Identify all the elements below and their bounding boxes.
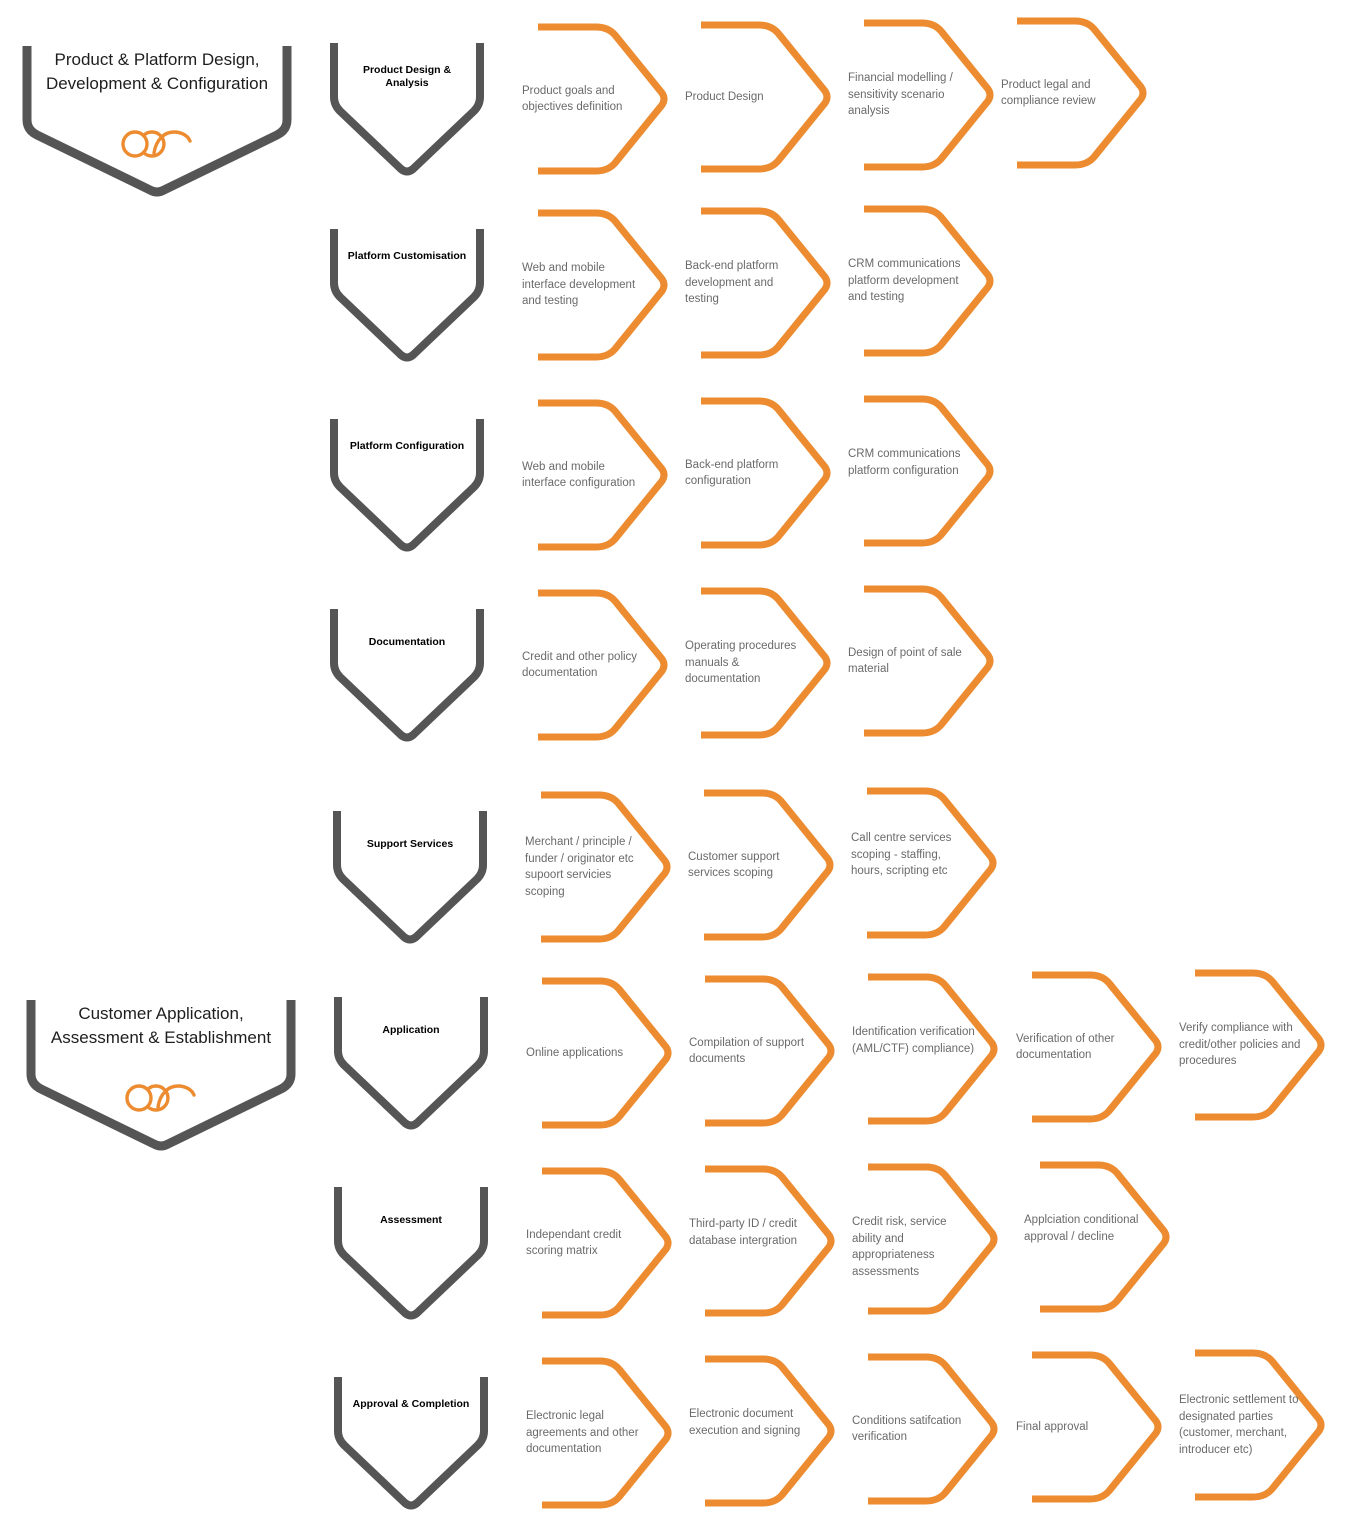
step-chevron-shape [868, 973, 998, 1125]
category-shield-shape [330, 419, 484, 552]
step-chevron-shape [705, 1165, 835, 1317]
step-label: Web and mobile interface configuration [522, 460, 636, 490]
step-label: Third-party ID / credit database intergr… [689, 1218, 798, 1247]
step-label: Call centre services scoping - staffing,… [851, 832, 952, 877]
category-label: Support Services [366, 838, 454, 850]
step-label: Operating procedures manuals & documenta… [685, 640, 797, 686]
category-label: Approval & Completion [352, 1398, 470, 1410]
category-shield-shape [330, 229, 484, 362]
step-chevron-shape [867, 787, 997, 939]
step-label: Online applications [526, 1046, 624, 1059]
step-label: Final approval [1016, 1420, 1089, 1433]
step-label: Back-end platform development and testin… [685, 260, 779, 306]
section-header-shape [22, 46, 292, 197]
step-label: Product legal and compliance review [1001, 78, 1096, 108]
step-label: Identification verification (AML/CTF) co… [852, 1026, 975, 1055]
category-label: Platform Customisation [347, 250, 467, 262]
step-label: CRM communications platform development … [848, 258, 961, 304]
category-label: Product Design & Analysis [362, 64, 452, 89]
step-label: Product Design [685, 90, 764, 103]
category-label: Platform Configuration [349, 440, 465, 452]
step-chevron-shape [542, 1167, 672, 1319]
category-shield-shape [334, 1187, 488, 1320]
step-label: Conditions satifcation verification [852, 1414, 962, 1444]
step-label: Merchant / principle / funder / originat… [525, 836, 634, 898]
step-chevron-shape [538, 399, 668, 551]
step-chevron-shape [1195, 969, 1325, 1121]
step-chevron-shape [705, 975, 835, 1127]
step-chevron-shape [864, 585, 994, 737]
step-chevron-shape [701, 21, 831, 173]
step-label: Product goals and objectives definition [522, 84, 623, 114]
step-label: Verification of other documentation [1016, 1032, 1115, 1062]
section-title: Product & Platform Design, Development &… [45, 50, 269, 93]
step-label: Applciation conditional approval / decli… [1024, 1214, 1139, 1243]
category-shield-shape [334, 1377, 488, 1510]
step-label: CRM communications platform configuratio… [848, 448, 961, 477]
orange-loop-logo-icon [121, 130, 192, 158]
category-shield-shape [330, 43, 484, 176]
step-label: Web and mobile interface development and… [522, 262, 636, 308]
step-chevron-shape [701, 397, 831, 549]
category-shield-shape [333, 811, 487, 944]
step-chevron-shape [1032, 1351, 1162, 1503]
category-label: Application [382, 1024, 440, 1036]
section-title: Customer Application, Assessment & Estab… [50, 1004, 272, 1047]
step-label: Customer support services scoping [688, 850, 780, 880]
step-label: Back-end platform configuration [685, 458, 779, 488]
step-chevron-shape [864, 205, 994, 357]
section-header-shape [26, 1000, 296, 1151]
step-label: Electronic document execution and signin… [689, 1408, 801, 1437]
step-chevron-shape [868, 1163, 998, 1315]
step-label: Credit and other policy documentation [522, 650, 638, 680]
step-chevron-shape [704, 789, 834, 941]
step-chevron-shape [864, 395, 994, 547]
step-chevron-shape [1032, 971, 1162, 1123]
category-label: Documentation [368, 636, 446, 648]
step-chevron-shape [705, 1355, 835, 1507]
step-chevron-shape [538, 589, 668, 741]
step-chevron-shape [1017, 17, 1147, 169]
step-chevron-shape [1040, 1161, 1170, 1313]
step-label: Design of point of sale material [848, 646, 962, 676]
step-chevron-shape [542, 977, 672, 1129]
step-chevron-shape [541, 791, 671, 943]
step-chevron-shape [538, 209, 668, 361]
step-label: Electronic settlement to designated part… [1179, 1394, 1299, 1456]
orange-loop-logo-icon [125, 1084, 196, 1112]
step-chevron-shape [701, 587, 831, 739]
step-label: Financial modelling / sensitivity scenar… [848, 72, 953, 118]
step-label: Credit risk, service ability and appropr… [852, 1216, 947, 1278]
category-label: Assessment [380, 1214, 442, 1226]
step-chevron-shape [868, 1353, 998, 1505]
step-chevron-shape [538, 23, 668, 175]
step-label: Compilation of support documents [689, 1036, 805, 1066]
step-chevron-shape [1195, 1349, 1325, 1501]
step-chevron-shape [542, 1357, 672, 1509]
step-label: Electronic legal agreements and other do… [526, 1410, 639, 1456]
category-shield-shape [334, 997, 488, 1130]
step-label: Verify compliance with credit/other poli… [1179, 1022, 1301, 1068]
step-chevron-shape [701, 207, 831, 359]
category-shield-shape [330, 609, 484, 742]
step-chevron-shape [864, 19, 994, 171]
step-label: Independant credit scoring matrix [526, 1228, 622, 1258]
